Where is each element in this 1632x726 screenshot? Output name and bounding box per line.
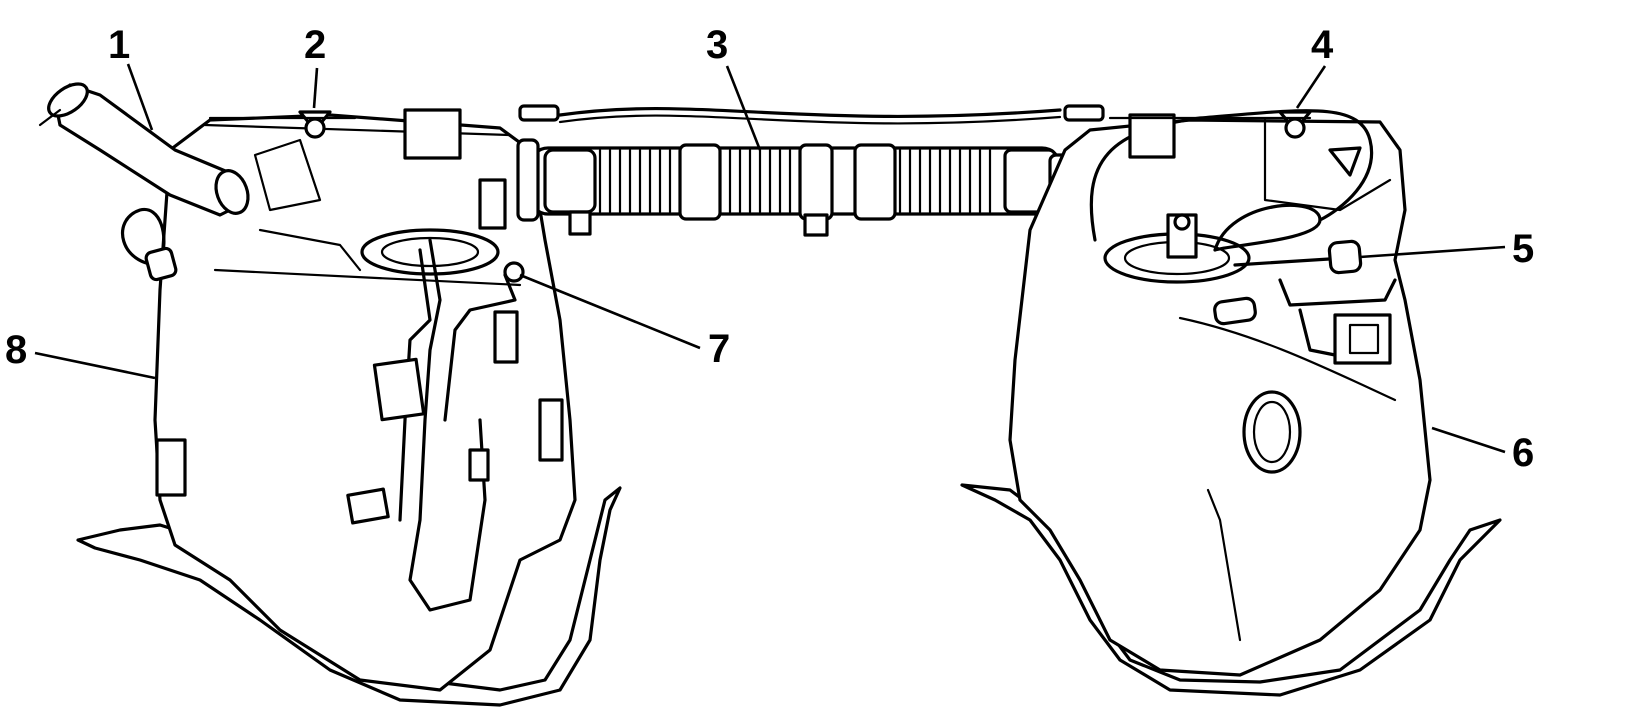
right-tank-half xyxy=(960,109,1502,697)
left-strap-bracket xyxy=(403,108,462,160)
callout-5: 5 xyxy=(1512,227,1534,271)
callout-2: 2 xyxy=(304,23,326,67)
hose-clamp xyxy=(798,143,834,221)
callout-labels: 1 2 3 4 5 6 7 8 xyxy=(5,23,1534,475)
callout-1: 1 xyxy=(108,23,130,67)
callout-6: 6 xyxy=(1512,431,1534,475)
crossover-hose xyxy=(516,104,1105,237)
leader-lines xyxy=(34,63,1506,454)
callout-4: 4 xyxy=(1311,23,1334,67)
right-tank-body xyxy=(1008,118,1432,677)
callout-7: 7 xyxy=(708,327,730,371)
callout-8: 8 xyxy=(5,328,27,372)
left-tank-half xyxy=(38,82,622,707)
callout-3: 3 xyxy=(706,23,728,67)
